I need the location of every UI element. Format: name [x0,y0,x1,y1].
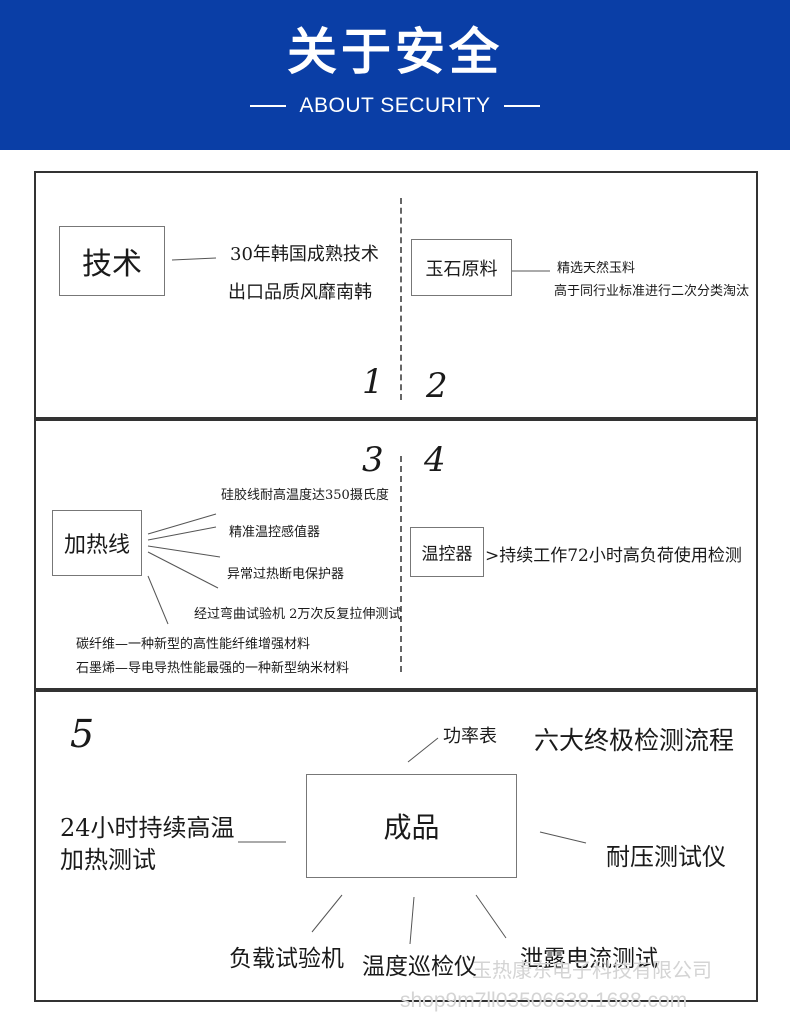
jade-box: 玉石原料 [411,239,512,296]
tech-box: 技术 [59,226,165,296]
load-tester-label: 负载试验机 [229,946,344,972]
tech-line-1: 30年韩国成熟技术 [230,244,379,265]
carbon-fiber-line: 碳纤维—一种新型的高性能纤维增强材料 [76,637,311,652]
jade-box-label: 玉石原料 [425,258,498,280]
leakage-tester-label: 泄露电流测试 [520,946,658,972]
watermark-company: 玉热康东电子科技有限公司 [472,960,712,982]
tech-box-label: 技术 [82,247,142,282]
jade-line-1: 精选天然玉料 [557,261,636,276]
tech-line-2: 出口品质风靡南韩 [228,282,372,303]
finished-product-box: 成品 [306,774,517,878]
wire-note-3: 异常过热断电保护器 [227,567,345,582]
subtitle-text: ABOUT SECURITY [299,94,491,117]
header-banner: 关于安全 ABOUT SECURITY [0,0,790,150]
thermostat-label: 温控器 [421,544,473,565]
wire-note-4: 经过弯曲试验机 2万次反复拉伸测试 [194,607,402,622]
step-number-1: 1 [362,362,384,402]
wire-note-2: 精准温控感值器 [229,525,321,540]
divider-section2 [400,456,402,672]
divider-section1 [400,198,402,400]
watermark-url: shop9m7ll03506638.1688.com [400,989,688,1012]
jade-line-2: 高于同行业标准进行二次分类淘汰 [554,284,750,299]
finished-product-label: 成品 [383,811,440,844]
test-process-heading: 六大终极检测流程 [534,726,735,755]
voltage-tester-label: 耐压测试仪 [606,843,726,871]
step-number-5: 5 [70,712,95,756]
wire-note-1: 硅胶线耐高温度达350摄氏度 [221,488,389,503]
heating-wire-label: 加热线 [63,533,130,558]
heating-test-line-2: 加热测试 [60,846,156,874]
heating-wire-box: 加热线 [52,510,142,576]
step-number-2: 2 [426,366,448,406]
step-number-4: 4 [424,440,446,480]
heating-test-line-1: 24小时持续高温 [60,814,235,842]
thermostat-box: 温控器 [410,527,484,577]
power-meter-label: 功率表 [443,726,497,747]
graphene-line: 石墨烯—导电导热性能最强的一种新型纳米材料 [76,661,350,676]
thermostat-test-text: >持续工作72小时高负荷使用检测 [485,546,742,566]
subtitle-dash-right [504,105,541,107]
page-subtitle: ABOUT SECURITY [0,92,790,120]
page-title: 关于安全 [287,23,503,81]
subtitle-dash-left [249,105,286,107]
temp-inspector-label: 温度巡检仪 [362,954,477,980]
step-number-3: 3 [362,440,384,480]
